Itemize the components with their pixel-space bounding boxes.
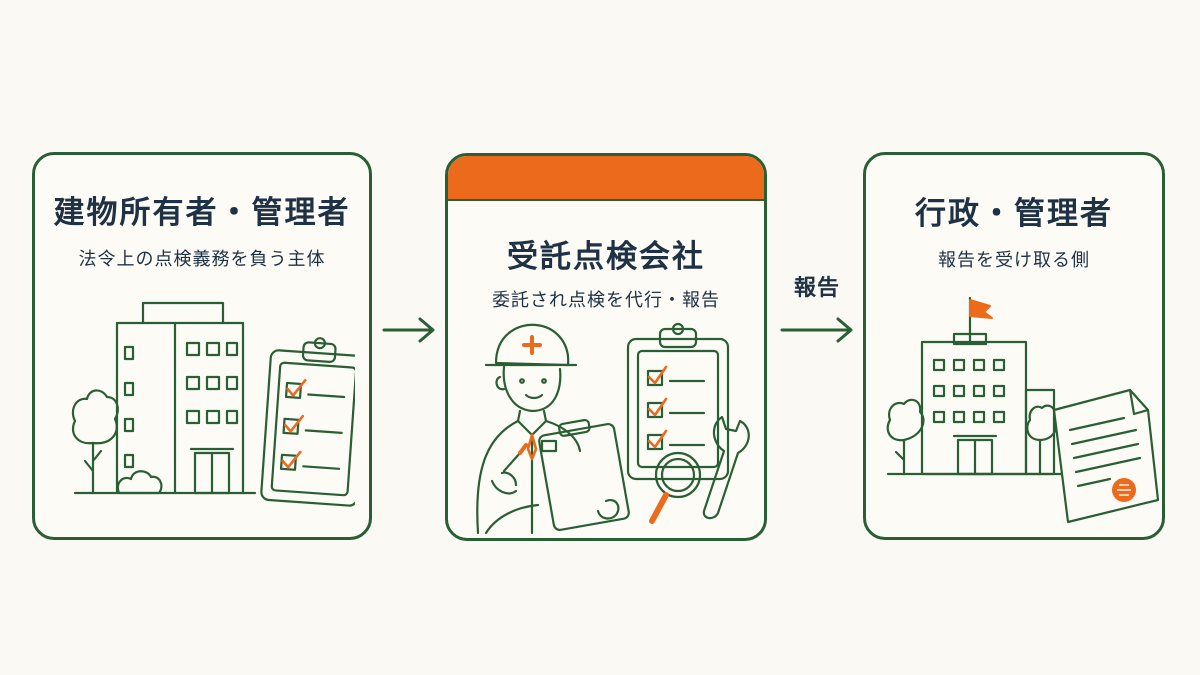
card-inspection-company: 受託点検会社 委託され点検を代行・報告 xyxy=(445,153,767,541)
card-subtitle: 報告を受け取る側 xyxy=(938,250,1090,271)
card-accent-band xyxy=(448,156,764,201)
card-subtitle: 委託され点検を代行・報告 xyxy=(492,290,720,311)
clipboard-checklist-icon xyxy=(260,337,355,507)
card-title: 行政・管理者 xyxy=(915,196,1113,232)
card-administration: 行政・管理者 報告を受け取る側 xyxy=(863,152,1165,540)
magnifying-glass-icon xyxy=(654,451,702,499)
card-title: 建物所有者・管理者 xyxy=(53,195,351,231)
owner-illustration xyxy=(71,301,355,507)
office-building-icon xyxy=(115,301,245,495)
card-building-owner: 建物所有者・管理者 法令上の点検義務を負う主体 xyxy=(32,152,372,540)
card-subtitle: 法令上の点検義務を負う主体 xyxy=(78,249,326,270)
admin-illustration xyxy=(886,296,1160,524)
clipboard-checklist-icon xyxy=(626,322,730,481)
clipboard-icon xyxy=(538,418,630,532)
official-document-with-seal-icon xyxy=(1052,388,1160,524)
bush-icon xyxy=(116,470,163,495)
tree-icon xyxy=(886,398,1058,476)
arrow-to-admin xyxy=(780,317,853,343)
government-building-icon xyxy=(920,332,1056,476)
wrench-icon xyxy=(702,415,750,520)
contractor-illustration xyxy=(476,322,750,535)
arrow-label-report: 報告 xyxy=(793,276,840,301)
card-title: 受託点検会社 xyxy=(507,239,705,275)
tree-icon xyxy=(71,389,119,495)
arrow-to-contractor xyxy=(382,317,435,343)
worker-with-hard-hat-icon xyxy=(476,323,582,535)
